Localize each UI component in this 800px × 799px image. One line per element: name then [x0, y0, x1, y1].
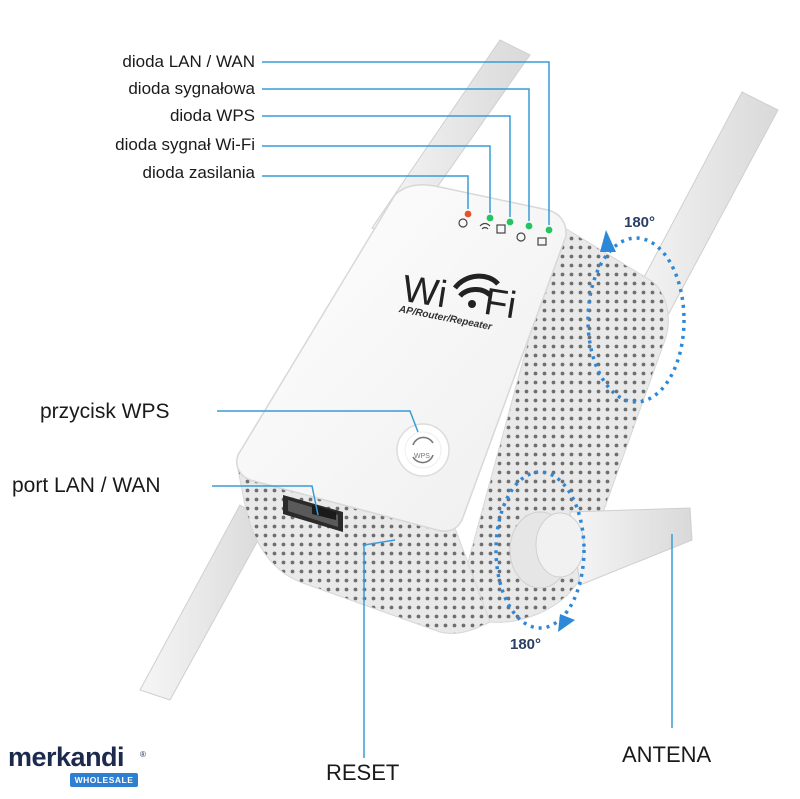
label-reset: RESET [326, 760, 400, 785]
rotation-arrow-bottom [494, 470, 586, 632]
signal-small-icon [516, 232, 526, 242]
leader-lan-wan [262, 61, 550, 225]
device-side-panel [454, 224, 669, 623]
label-wps-led: dioda WPS [169, 106, 255, 125]
wifi-small-icon [479, 222, 491, 230]
logo-name: merkandi [8, 742, 125, 772]
wifi-logo-icon [452, 273, 500, 308]
antenna-right-bottom [509, 507, 693, 589]
wps-small-icon [496, 224, 506, 234]
rotation-arrow-top [586, 230, 686, 404]
wps-led [506, 218, 514, 226]
leader-lan-port [212, 485, 319, 516]
leader-reset [363, 539, 396, 758]
label-signal-led: dioda sygnałowa [128, 79, 255, 98]
rotation-bottom-label: 180° [510, 636, 542, 653]
signal-led [525, 222, 533, 230]
label-antenna: ANTENA [622, 742, 712, 767]
power-led [464, 210, 472, 218]
label-lan-port: port LAN / WAN [12, 474, 161, 497]
wps-button [396, 423, 450, 477]
label-power-led: dioda zasilania [142, 163, 255, 182]
logo-tagline: WHOLESALE [70, 773, 138, 787]
logo-trademark-icon: ® [140, 750, 146, 759]
lan-small-icon [537, 237, 547, 246]
leader-wps-button [217, 410, 419, 433]
merkandi-logo: merkandi ® WHOLESALE [8, 742, 146, 787]
rotation-top-label: 180° [624, 214, 656, 231]
device-front-face [236, 183, 567, 532]
leader-signal [262, 88, 530, 221]
lan-wan-led [545, 226, 553, 234]
leader-wifi [262, 145, 491, 213]
leader-power [262, 175, 469, 209]
wps-button-text: WPS [414, 453, 430, 460]
power-icon [458, 218, 468, 228]
label-lan-wan-led: dioda LAN / WAN [122, 52, 255, 71]
leader-wps [262, 115, 511, 217]
label-wps-button: przycisk WPS [40, 400, 170, 423]
wifi-signal-led [486, 214, 494, 222]
label-wifi-signal-led: dioda sygnał Wi-Fi [115, 135, 255, 154]
led-panel [458, 210, 553, 246]
leader-lines [212, 61, 673, 758]
antenna-back-bottom [139, 504, 269, 701]
lan-port [283, 495, 343, 532]
